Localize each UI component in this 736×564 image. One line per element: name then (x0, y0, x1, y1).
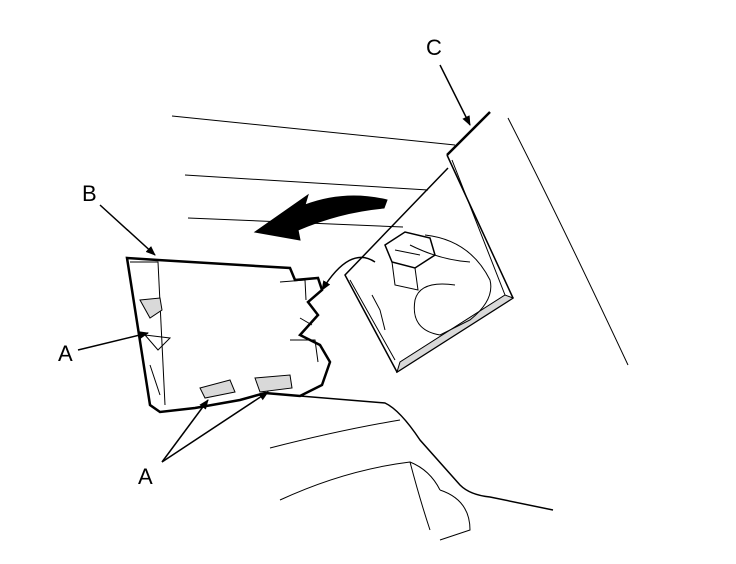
leader-lines (77, 64, 471, 463)
housing-c (344, 111, 515, 374)
label-a-side: A (58, 341, 73, 366)
removal-direction-arrow (253, 193, 388, 241)
label-c: C (426, 35, 442, 60)
lower-panel-edge (299, 395, 554, 541)
connector (371, 231, 436, 331)
cover-panel-b (125, 256, 332, 414)
label-a-bottom: A (138, 464, 153, 489)
disconnect-arrow (321, 256, 376, 291)
label-b: B (82, 181, 97, 206)
dashboard-surface-lines (171, 115, 629, 531)
